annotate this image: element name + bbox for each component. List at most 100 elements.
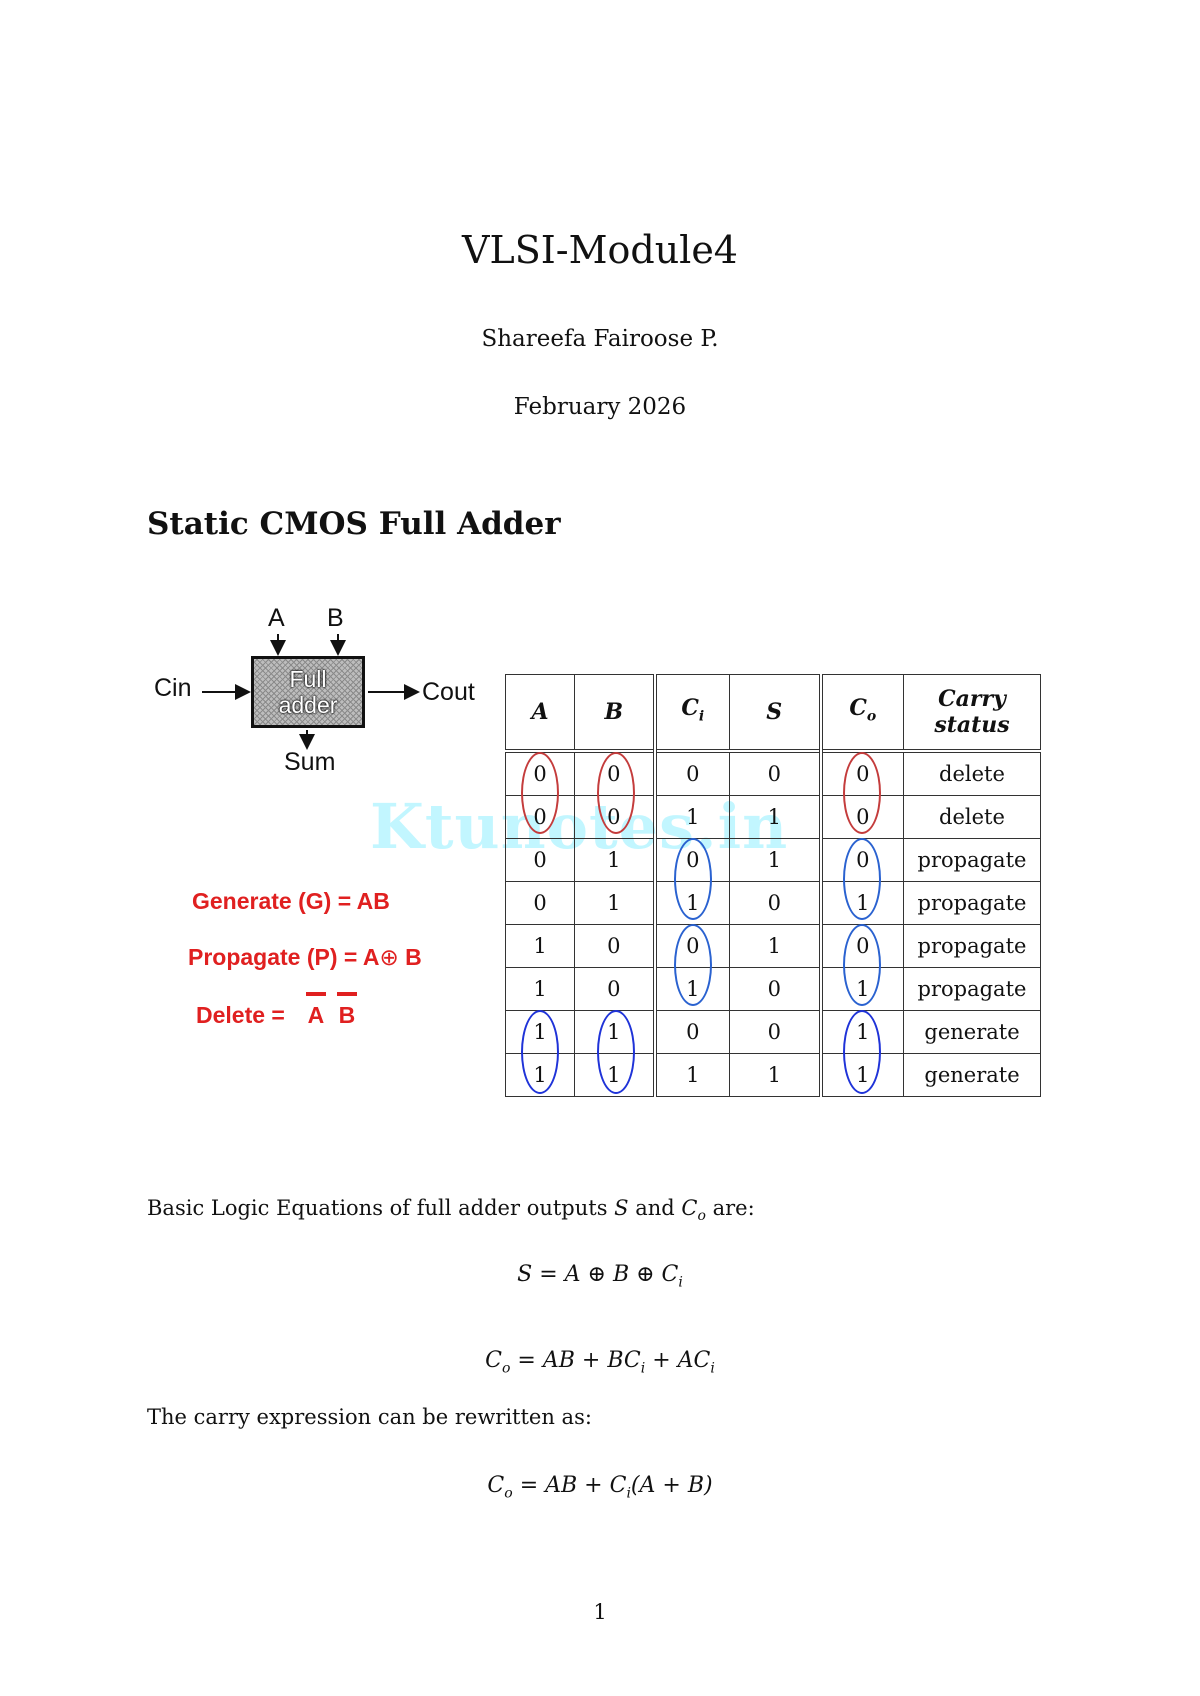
carry-eq-part: C — [485, 1348, 502, 1373]
intro-text-3: are: — [705, 1196, 755, 1220]
table-cell: 1 — [654, 1053, 730, 1097]
intro-var-s: S — [614, 1196, 629, 1220]
propagate-prefix: Propagate (P) = A — [188, 944, 380, 970]
table-cell: propagate — [903, 881, 1041, 925]
carry2-eq-part: (A + B) — [630, 1473, 713, 1498]
table-cell: 1 — [820, 967, 904, 1011]
rewrite-paragraph: The carry expression can be rewritten as… — [147, 1405, 592, 1429]
table-cell: 1 — [505, 924, 575, 968]
label-cin: Cin — [154, 674, 192, 702]
table-cell: 0 — [820, 924, 904, 968]
table-cell: delete — [903, 750, 1041, 796]
table-cell: 1 — [505, 1053, 575, 1097]
sum-eq-sub: i — [678, 1274, 683, 1291]
table-cell: 1 — [574, 881, 657, 925]
delete-b-bar: B — [336, 992, 357, 1029]
box-label-line1: Full — [289, 666, 327, 692]
document-title: VLSI-Module4 — [462, 228, 738, 272]
label-cout: Cout — [422, 678, 475, 706]
table-cell: 1 — [729, 1053, 823, 1097]
carry-eq-sub: i — [710, 1360, 715, 1377]
table-cell: 0 — [505, 838, 575, 882]
table-cell: 0 — [505, 795, 575, 839]
delete-definition: Delete = A B — [196, 992, 357, 1029]
table-cell: 0 — [729, 750, 823, 796]
xor-symbol: ⊕ — [379, 944, 399, 970]
table-cell: 0 — [729, 881, 823, 925]
carry2-eq-sub: i — [626, 1485, 631, 1502]
table-cell: 0 — [654, 838, 730, 882]
table-cell: 0 — [654, 1010, 730, 1054]
header-b: B — [574, 674, 657, 752]
table-cell: 0 — [574, 795, 657, 839]
table-cell: 1 — [729, 838, 823, 882]
table-cell: 1 — [729, 924, 823, 968]
header-s: S — [729, 674, 823, 752]
table-cell: 1 — [654, 795, 730, 839]
header-a: A — [505, 674, 575, 752]
carry-eq-sub: o — [501, 1360, 511, 1377]
intro-paragraph: Basic Logic Equations of full adder outp… — [147, 1196, 755, 1224]
table-cell: 0 — [505, 881, 575, 925]
table-cell: 1 — [574, 1010, 657, 1054]
carry2-eq-part: C — [487, 1473, 505, 1498]
intro-text-2: and — [628, 1196, 682, 1220]
carry-equation: Co = AB + BCi + ACi — [0, 1348, 1200, 1376]
table-cell: 1 — [654, 967, 730, 1011]
page-number: 1 — [593, 1600, 607, 1624]
propagate-definition: Propagate (P) = A⊕ B — [188, 944, 422, 971]
header-carry-status: Carry status — [903, 674, 1041, 752]
intro-var-co: Co — [681, 1196, 706, 1224]
full-adder-box: Full adder — [251, 656, 365, 728]
delete-a: A — [307, 1002, 325, 1028]
table-cell: 0 — [820, 750, 904, 796]
table-cell: 1 — [654, 881, 730, 925]
intro-co-sub: o — [697, 1208, 706, 1225]
delete-b: B — [338, 1002, 356, 1028]
table-cell: 0 — [505, 750, 575, 796]
table-cell: generate — [903, 1053, 1041, 1097]
table-cell: propagate — [903, 838, 1041, 882]
table-cell: 1 — [820, 1010, 904, 1054]
carry-equation-rewritten: Co = AB + Ci(A + B) — [0, 1473, 1200, 1501]
table-cell: 1 — [574, 838, 657, 882]
intro-text-1: Basic Logic Equations of full adder outp… — [147, 1196, 615, 1220]
carry-eq-part: = AB + BC — [510, 1348, 641, 1373]
carry2-eq-part: = AB + C — [512, 1473, 627, 1498]
document-date: February 2026 — [513, 394, 687, 420]
intro-co-base: C — [681, 1196, 698, 1220]
table-cell: 0 — [729, 1010, 823, 1054]
box-label-line2: adder — [278, 692, 338, 718]
table-cell: generate — [903, 1010, 1041, 1054]
diagram-arrows — [202, 634, 420, 750]
section-heading: Static CMOS Full Adder — [147, 506, 561, 542]
label-b: B — [327, 604, 344, 632]
table-cell: 1 — [505, 1010, 575, 1054]
table-cell: 0 — [574, 924, 657, 968]
carry-eq-part: + AC — [645, 1348, 711, 1373]
table-cell: delete — [903, 795, 1041, 839]
header-carry-line2: status — [934, 712, 1010, 738]
generate-definition: Generate (G) = AB — [192, 888, 390, 914]
table-cell: 0 — [654, 924, 730, 968]
label-sum: Sum — [284, 748, 336, 776]
author-name: Shareefa Fairoose P. — [481, 326, 719, 352]
carry-eq-sub: i — [640, 1360, 646, 1377]
table-cell: 0 — [820, 838, 904, 882]
header-carry-line1: Carry — [938, 686, 1006, 712]
table-cell: 0 — [574, 750, 657, 796]
table-cell: 0 — [729, 967, 823, 1011]
table-cell: 0 — [574, 967, 657, 1011]
table-cell: 1 — [574, 1053, 657, 1097]
